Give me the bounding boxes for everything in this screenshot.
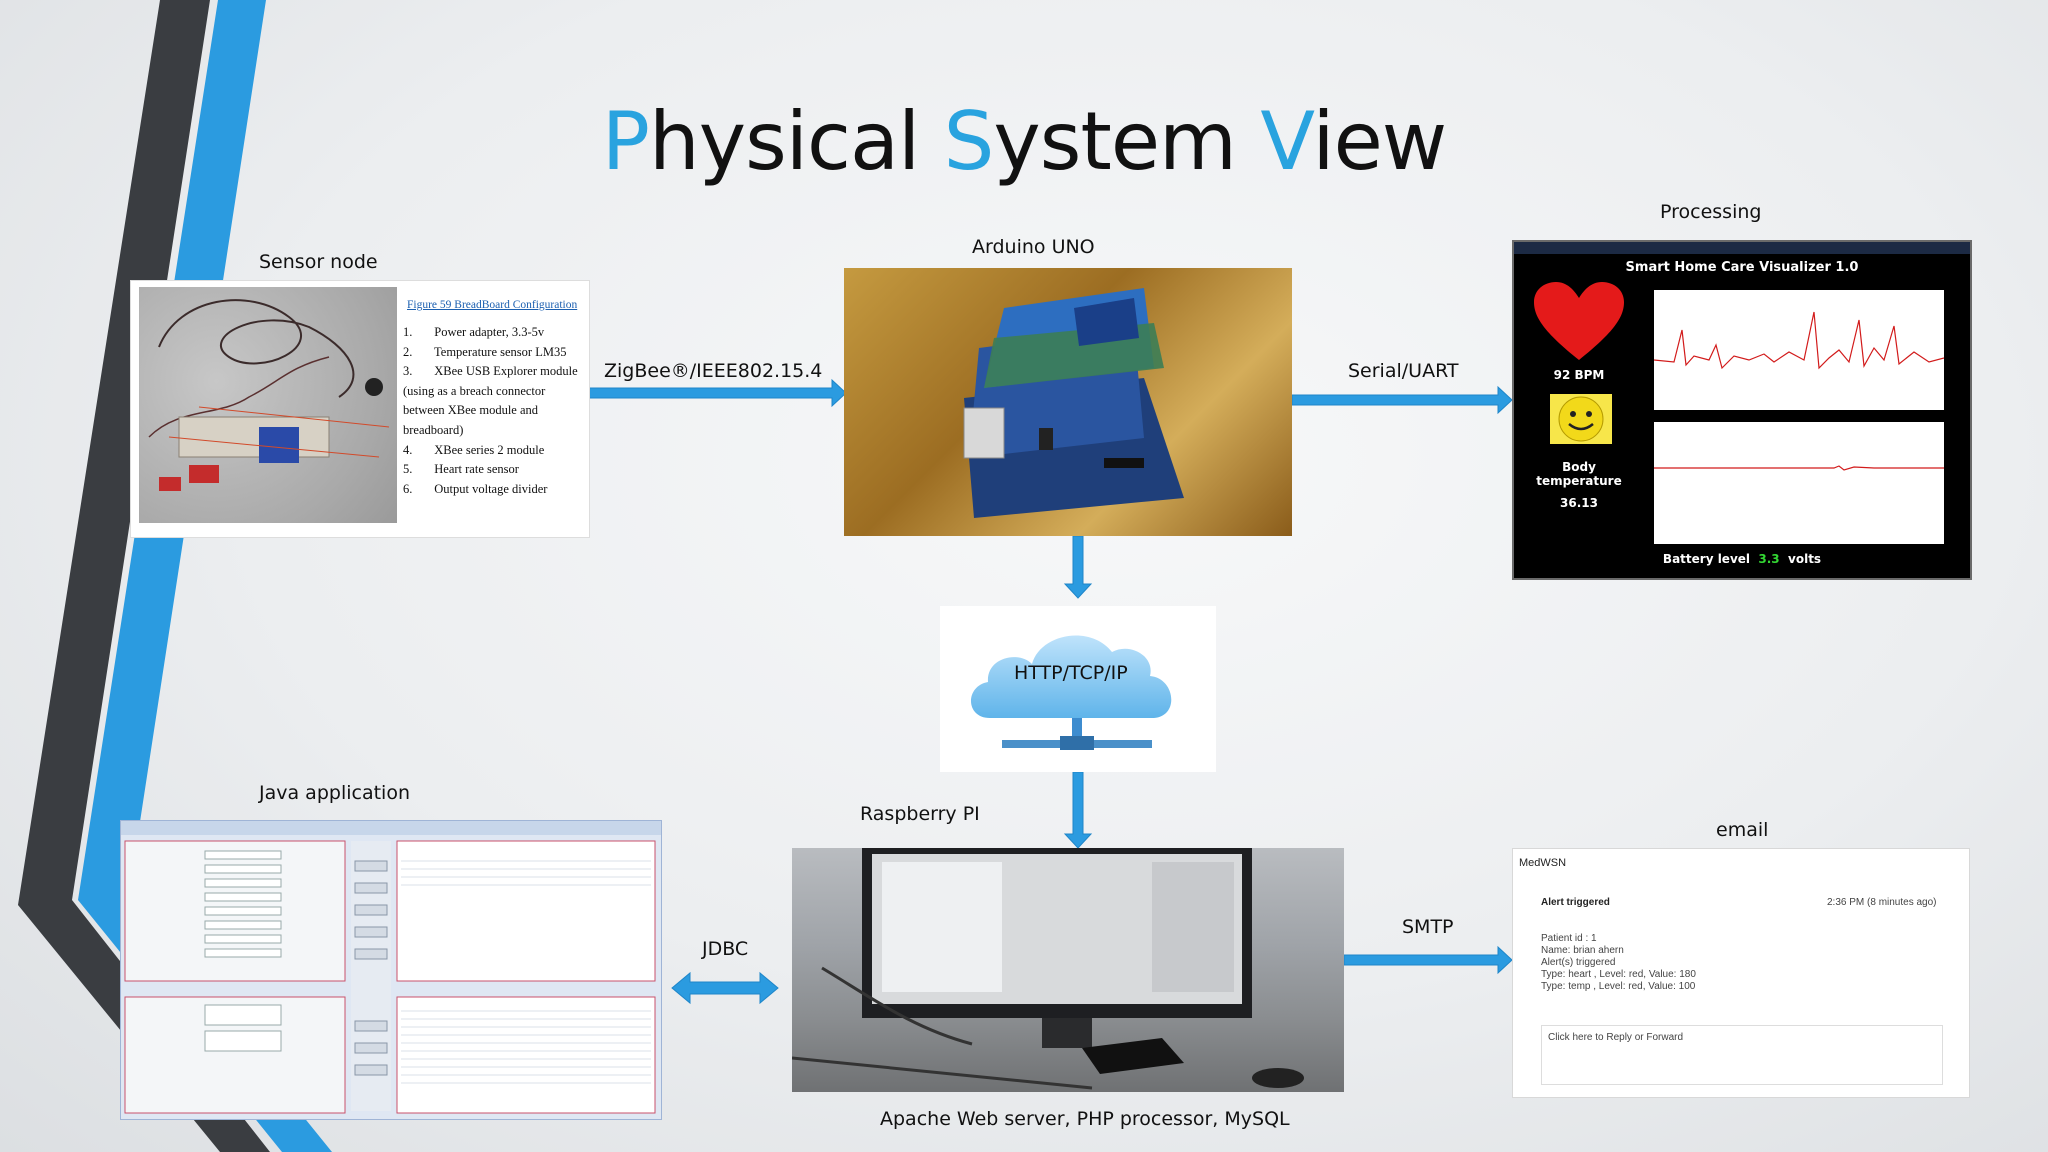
email-label: email — [1716, 819, 1769, 841]
component-item: 3. XBee USB Explorer module — [403, 364, 578, 379]
temperature-graph — [1654, 422, 1944, 544]
email-subject: Alert triggered — [1541, 897, 1610, 908]
cloud-icon — [970, 635, 1172, 750]
email-body-line: Type: temp , Level: red, Value: 100 — [1541, 981, 1696, 992]
cloud-label: HTTP/TCP/IP — [1014, 662, 1128, 684]
raspberry-label: Raspberry PI — [860, 803, 980, 825]
component-item: between XBee module and — [403, 403, 539, 418]
processing-visualizer: Smart Home Care Visualizer 1.0 92 BPM Bo… — [1512, 240, 1972, 580]
arrow-zigbee — [587, 378, 847, 408]
email-header: MedWSN — [1519, 857, 1567, 869]
window-titlebar — [1514, 242, 1970, 254]
arrow-arduino-cloud — [1063, 535, 1093, 599]
page-title: Physical System View — [601, 95, 1447, 188]
raspberry-caption: Apache Web server, PHP processor, MySQL — [880, 1108, 1290, 1130]
body-temp-label: Body — [1562, 460, 1596, 474]
component-item: breadboard) — [403, 422, 464, 437]
link-label-jdbc: JDBC — [702, 938, 749, 960]
component-item: 2. Temperature sensor LM35 — [403, 344, 567, 359]
processing-label: Processing — [1660, 201, 1762, 223]
raspberry-photo — [792, 848, 1344, 1092]
arrow-serial — [1291, 385, 1513, 415]
arrow-cloud-raspberry — [1063, 771, 1093, 849]
java-label: Java application — [259, 782, 410, 804]
component-item: 1. Power adapter, 3.3-5v — [403, 325, 545, 339]
email-screenshot: MedWSN Alert triggered 2:36 PM (8 minute… — [1512, 848, 1970, 1098]
sensor-node-label: Sensor node — [259, 251, 378, 273]
component-item: 6. Output voltage divider — [403, 481, 548, 496]
arduino-label: Arduino UNO — [972, 236, 1095, 258]
sensor-node-panel: Figure 59 BreadBoard Configuration 1. Po… — [130, 280, 590, 538]
component-item: (using as a breach connector — [403, 383, 546, 398]
reply-box[interactable]: Click here to Reply or Forward — [1541, 1025, 1943, 1085]
battery-level: Battery level 3.3 volts — [1662, 552, 1822, 566]
java-app-screenshot — [120, 820, 662, 1120]
email-time: 2:36 PM (8 minutes ago) — [1827, 897, 1937, 908]
email-body-line: Name: brian ahern — [1541, 945, 1624, 956]
bpm-value: 92 BPM — [1553, 368, 1605, 382]
reply-hint: Click here to Reply or Forward — [1548, 1032, 1684, 1043]
link-label-serial: Serial/UART — [1348, 360, 1459, 382]
component-list: 1. Power adapter, 3.3-5v 2. Temperature … — [403, 323, 578, 499]
heart-icon — [1534, 282, 1624, 360]
email-body-line: Alert(s) triggered — [1541, 957, 1616, 968]
arrow-jdbc — [671, 971, 779, 1005]
smiley-icon — [1550, 394, 1612, 444]
link-label-smtp: SMTP — [1402, 916, 1454, 938]
body-temp-value: 36.13 — [1560, 496, 1598, 510]
email-body-line: Patient id : 1 — [1541, 933, 1597, 944]
component-item: 5. Heart rate sensor — [403, 462, 519, 477]
email-body-line: Type: heart , Level: red, Value: 180 — [1541, 969, 1696, 980]
figure-caption: Figure 59 BreadBoard Configuration — [407, 299, 578, 311]
heart-rate-graph — [1653, 290, 1945, 410]
arrow-smtp — [1343, 945, 1513, 975]
cloud-panel: HTTP/TCP/IP — [940, 606, 1216, 772]
link-label-zigbee: ZigBee®/IEEE802.15.4 — [604, 360, 823, 382]
breadboard-photo — [139, 287, 397, 523]
visualizer-title: Smart Home Care Visualizer 1.0 — [1625, 260, 1859, 275]
component-item: 4. XBee series 2 module — [403, 442, 545, 457]
arduino-photo — [844, 268, 1292, 536]
body-temp-label-2: temperature — [1536, 474, 1622, 488]
